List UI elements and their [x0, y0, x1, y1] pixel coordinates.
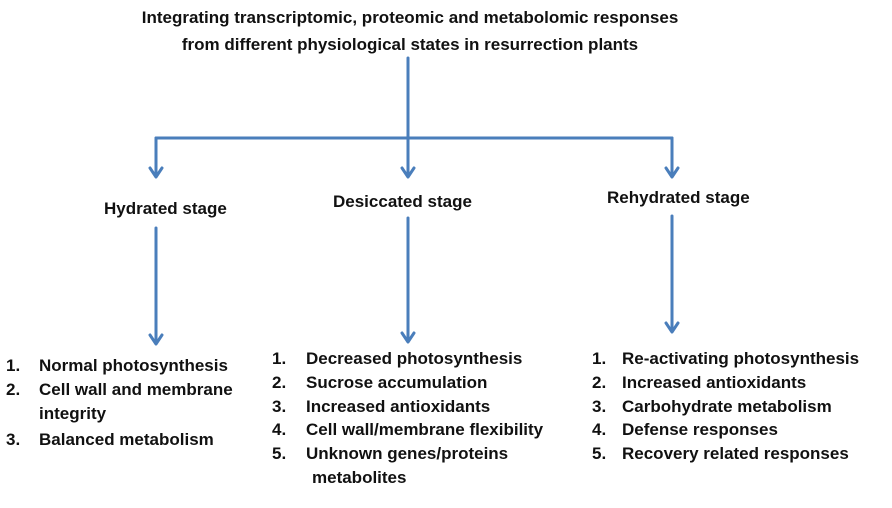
item-text: Cell wall and membrane	[39, 379, 233, 399]
diagram-title: Integrating transcriptomic, proteomic an…	[0, 4, 820, 58]
item-text: Increased antioxidants	[622, 372, 807, 392]
stage-label-hydrated: Hydrated stage	[104, 199, 227, 218]
item-text: Normal photosynthesis	[39, 356, 228, 375]
list-item: 5. Recovery related responses	[592, 442, 859, 466]
stage-label-desiccated: Desiccated stage	[333, 192, 472, 211]
item-number: 1.	[6, 356, 21, 375]
item-number: 3.	[592, 396, 607, 416]
item-text: Balanced metabolism	[39, 430, 214, 450]
item-text: Unknown genes/proteins	[306, 444, 509, 464]
item-number: 2.	[592, 372, 607, 392]
item-text: Defense responses	[622, 420, 778, 440]
list-item: 1. Re-activating photosynthesis	[592, 347, 859, 371]
item-number: 3.	[272, 396, 287, 416]
arrowhead-rehydrated-branch	[664, 166, 680, 179]
list-item: 4. Defense responses	[592, 418, 859, 442]
item-text: Recovery related responses	[622, 444, 849, 464]
title-line-1: Integrating transcriptomic, proteomic an…	[141, 8, 679, 27]
list-item: 2. Increased antioxidants	[592, 371, 859, 395]
item-number: 5.	[592, 444, 607, 464]
item-text: Sucrose accumulation	[306, 372, 488, 392]
item-number: 4.	[592, 420, 607, 440]
item-text-continued: metabolites	[312, 467, 407, 487]
list-item: 2. Cell wall and membrane integrity	[6, 378, 233, 426]
arrowhead-hydrated-list	[148, 333, 164, 346]
item-text: Cell wall/membrane flexibility	[306, 420, 544, 440]
list-item: 4. Cell wall/membrane flexibility	[272, 418, 543, 442]
item-number: 3.	[6, 430, 21, 450]
item-number: 4.	[272, 420, 287, 440]
list-item: 3. Carbohydrate metabolism	[592, 395, 859, 419]
item-number: 5.	[272, 444, 287, 464]
hydrated-responses-list: 1. Normal photosynthesis 2. Cell wall an…	[6, 354, 233, 452]
item-text: Decreased photosynthesis	[306, 349, 523, 368]
arrowhead-desiccated-list	[400, 331, 416, 344]
item-number: 1.	[272, 349, 287, 368]
list-item: 3. Increased antioxidants	[272, 395, 543, 419]
item-text: Re-activating photosynthesis	[622, 349, 860, 368]
item-text: Carbohydrate metabolism	[622, 396, 832, 416]
list-item: 1. Decreased photosynthesis	[272, 347, 543, 371]
desiccated-responses-list: 1. Decreased photosynthesis 2. Sucrose a…	[272, 347, 543, 490]
item-number: 1.	[592, 349, 607, 368]
item-number: 2.	[272, 372, 287, 392]
arrowhead-hydrated-branch	[148, 166, 164, 179]
list-item: 3. Balanced metabolism	[6, 428, 233, 452]
list-item: 1. Normal photosynthesis	[6, 354, 233, 378]
rehydrated-responses-list: 1. Re-activating photosynthesis 2. Incre…	[592, 347, 859, 466]
list-item: 2. Sucrose accumulation	[272, 371, 543, 395]
item-number: 2.	[6, 379, 21, 399]
item-text: Increased antioxidants	[306, 396, 491, 416]
arrowhead-rehydrated-list	[664, 321, 680, 334]
arrowhead-trunk	[400, 166, 416, 179]
title-line-2: from different physiological states in r…	[181, 35, 639, 54]
list-item: 5. Unknown genes/proteins metabolites	[272, 442, 543, 490]
stage-label-rehydrated: Rehydrated stage	[607, 188, 750, 207]
item-text-continued: integrity	[39, 403, 107, 423]
